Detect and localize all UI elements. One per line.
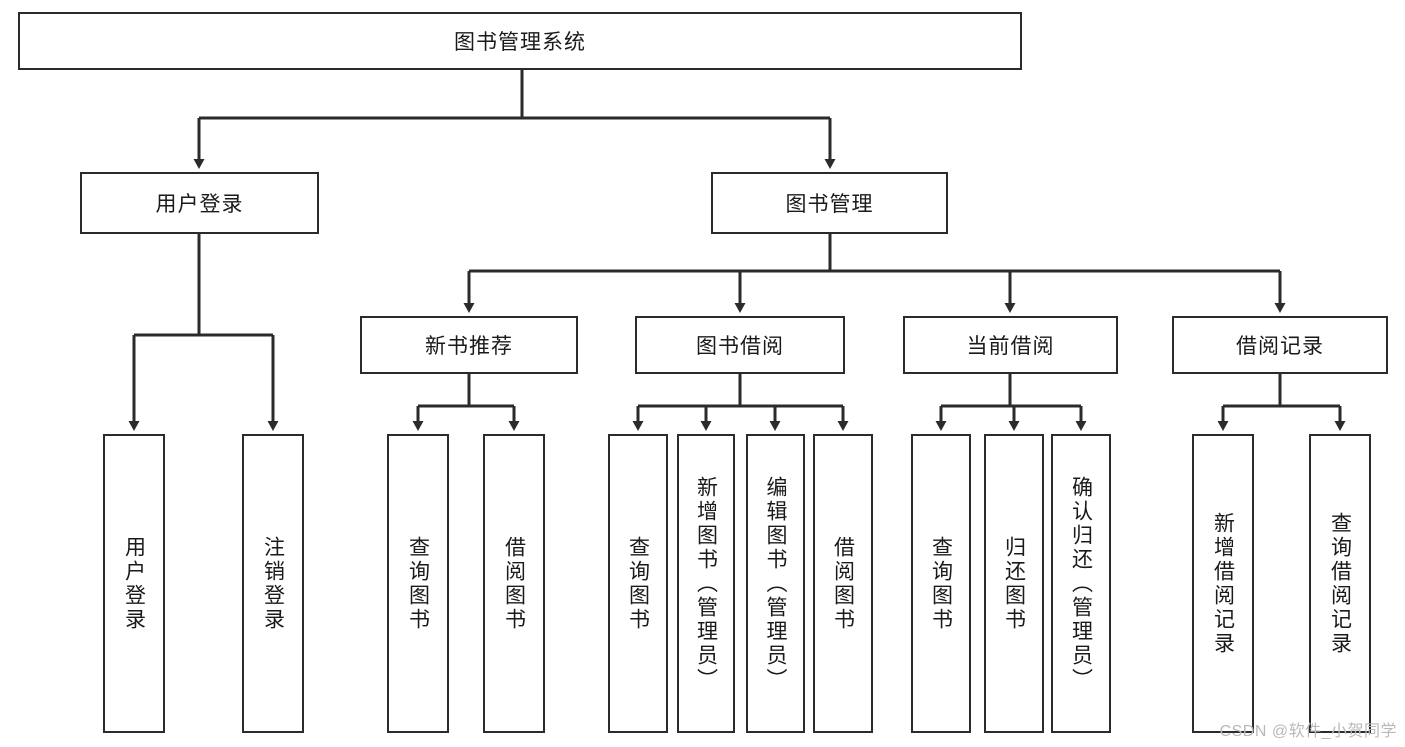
- node-book-borrow[interactable]: 图书借阅: [635, 316, 845, 374]
- leaf-record-query[interactable]: 查询借阅记录: [1309, 434, 1371, 733]
- node-new-book-recommend-label: 新书推荐: [425, 335, 513, 358]
- node-book-management-label: 图书管理: [785, 193, 874, 216]
- leaf-user-login[interactable]: 用户登录: [103, 434, 165, 733]
- leaf-current-query-label: 查询图书: [929, 535, 953, 632]
- leaf-borrow-add-book[interactable]: 新增图书（管理员）: [677, 434, 735, 733]
- node-user-login[interactable]: 用户登录: [80, 172, 319, 234]
- leaf-record-add-label: 新增借阅记录: [1211, 511, 1235, 656]
- node-root[interactable]: 图书管理系统: [18, 12, 1022, 70]
- node-book-borrow-label: 图书借阅: [696, 335, 784, 358]
- node-borrow-records-label: 借阅记录: [1236, 335, 1324, 358]
- node-new-book-recommend[interactable]: 新书推荐: [360, 316, 578, 374]
- leaf-borrow-query-label: 查询图书: [626, 535, 650, 632]
- leaf-new-book-borrow[interactable]: 借阅图书: [483, 434, 545, 733]
- leaf-borrow-edit-book-label: 编辑图书（管理员）: [764, 475, 787, 692]
- leaf-current-confirm-return-label: 确认归还（管理员）: [1069, 475, 1093, 692]
- leaf-current-query[interactable]: 查询图书: [911, 434, 971, 733]
- leaf-user-logout[interactable]: 注销登录: [242, 434, 304, 733]
- leaf-borrow-edit-book[interactable]: 编辑图书（管理员）: [746, 434, 805, 733]
- leaf-current-return-label: 归还图书: [1002, 535, 1026, 632]
- node-borrow-records[interactable]: 借阅记录: [1172, 316, 1388, 374]
- node-book-management[interactable]: 图书管理: [711, 172, 948, 234]
- node-root-label: 图书管理系统: [454, 31, 586, 54]
- leaf-new-book-borrow-label: 借阅图书: [502, 535, 526, 632]
- leaf-current-return[interactable]: 归还图书: [984, 434, 1044, 733]
- leaf-borrow-add-book-label: 新增图书（管理员）: [694, 475, 718, 692]
- watermark: CSDN @软件_小贺同学: [1219, 723, 1397, 740]
- leaf-borrow-book-label: 借阅图书: [831, 535, 855, 632]
- node-current-borrow-label: 当前借阅: [966, 335, 1055, 358]
- leaf-record-query-label: 查询借阅记录: [1328, 511, 1352, 656]
- leaf-user-logout-label: 注销登录: [261, 535, 285, 632]
- leaf-new-book-query-label: 查询图书: [406, 535, 430, 632]
- leaf-borrow-query[interactable]: 查询图书: [608, 434, 668, 733]
- leaf-new-book-query[interactable]: 查询图书: [387, 434, 449, 733]
- leaf-current-confirm-return[interactable]: 确认归还（管理员）: [1051, 434, 1111, 733]
- node-user-login-label: 用户登录: [155, 193, 244, 216]
- node-current-borrow[interactable]: 当前借阅: [903, 316, 1118, 374]
- leaf-borrow-book[interactable]: 借阅图书: [813, 434, 873, 733]
- leaf-record-add[interactable]: 新增借阅记录: [1192, 434, 1254, 733]
- leaf-user-login-label: 用户登录: [122, 535, 146, 632]
